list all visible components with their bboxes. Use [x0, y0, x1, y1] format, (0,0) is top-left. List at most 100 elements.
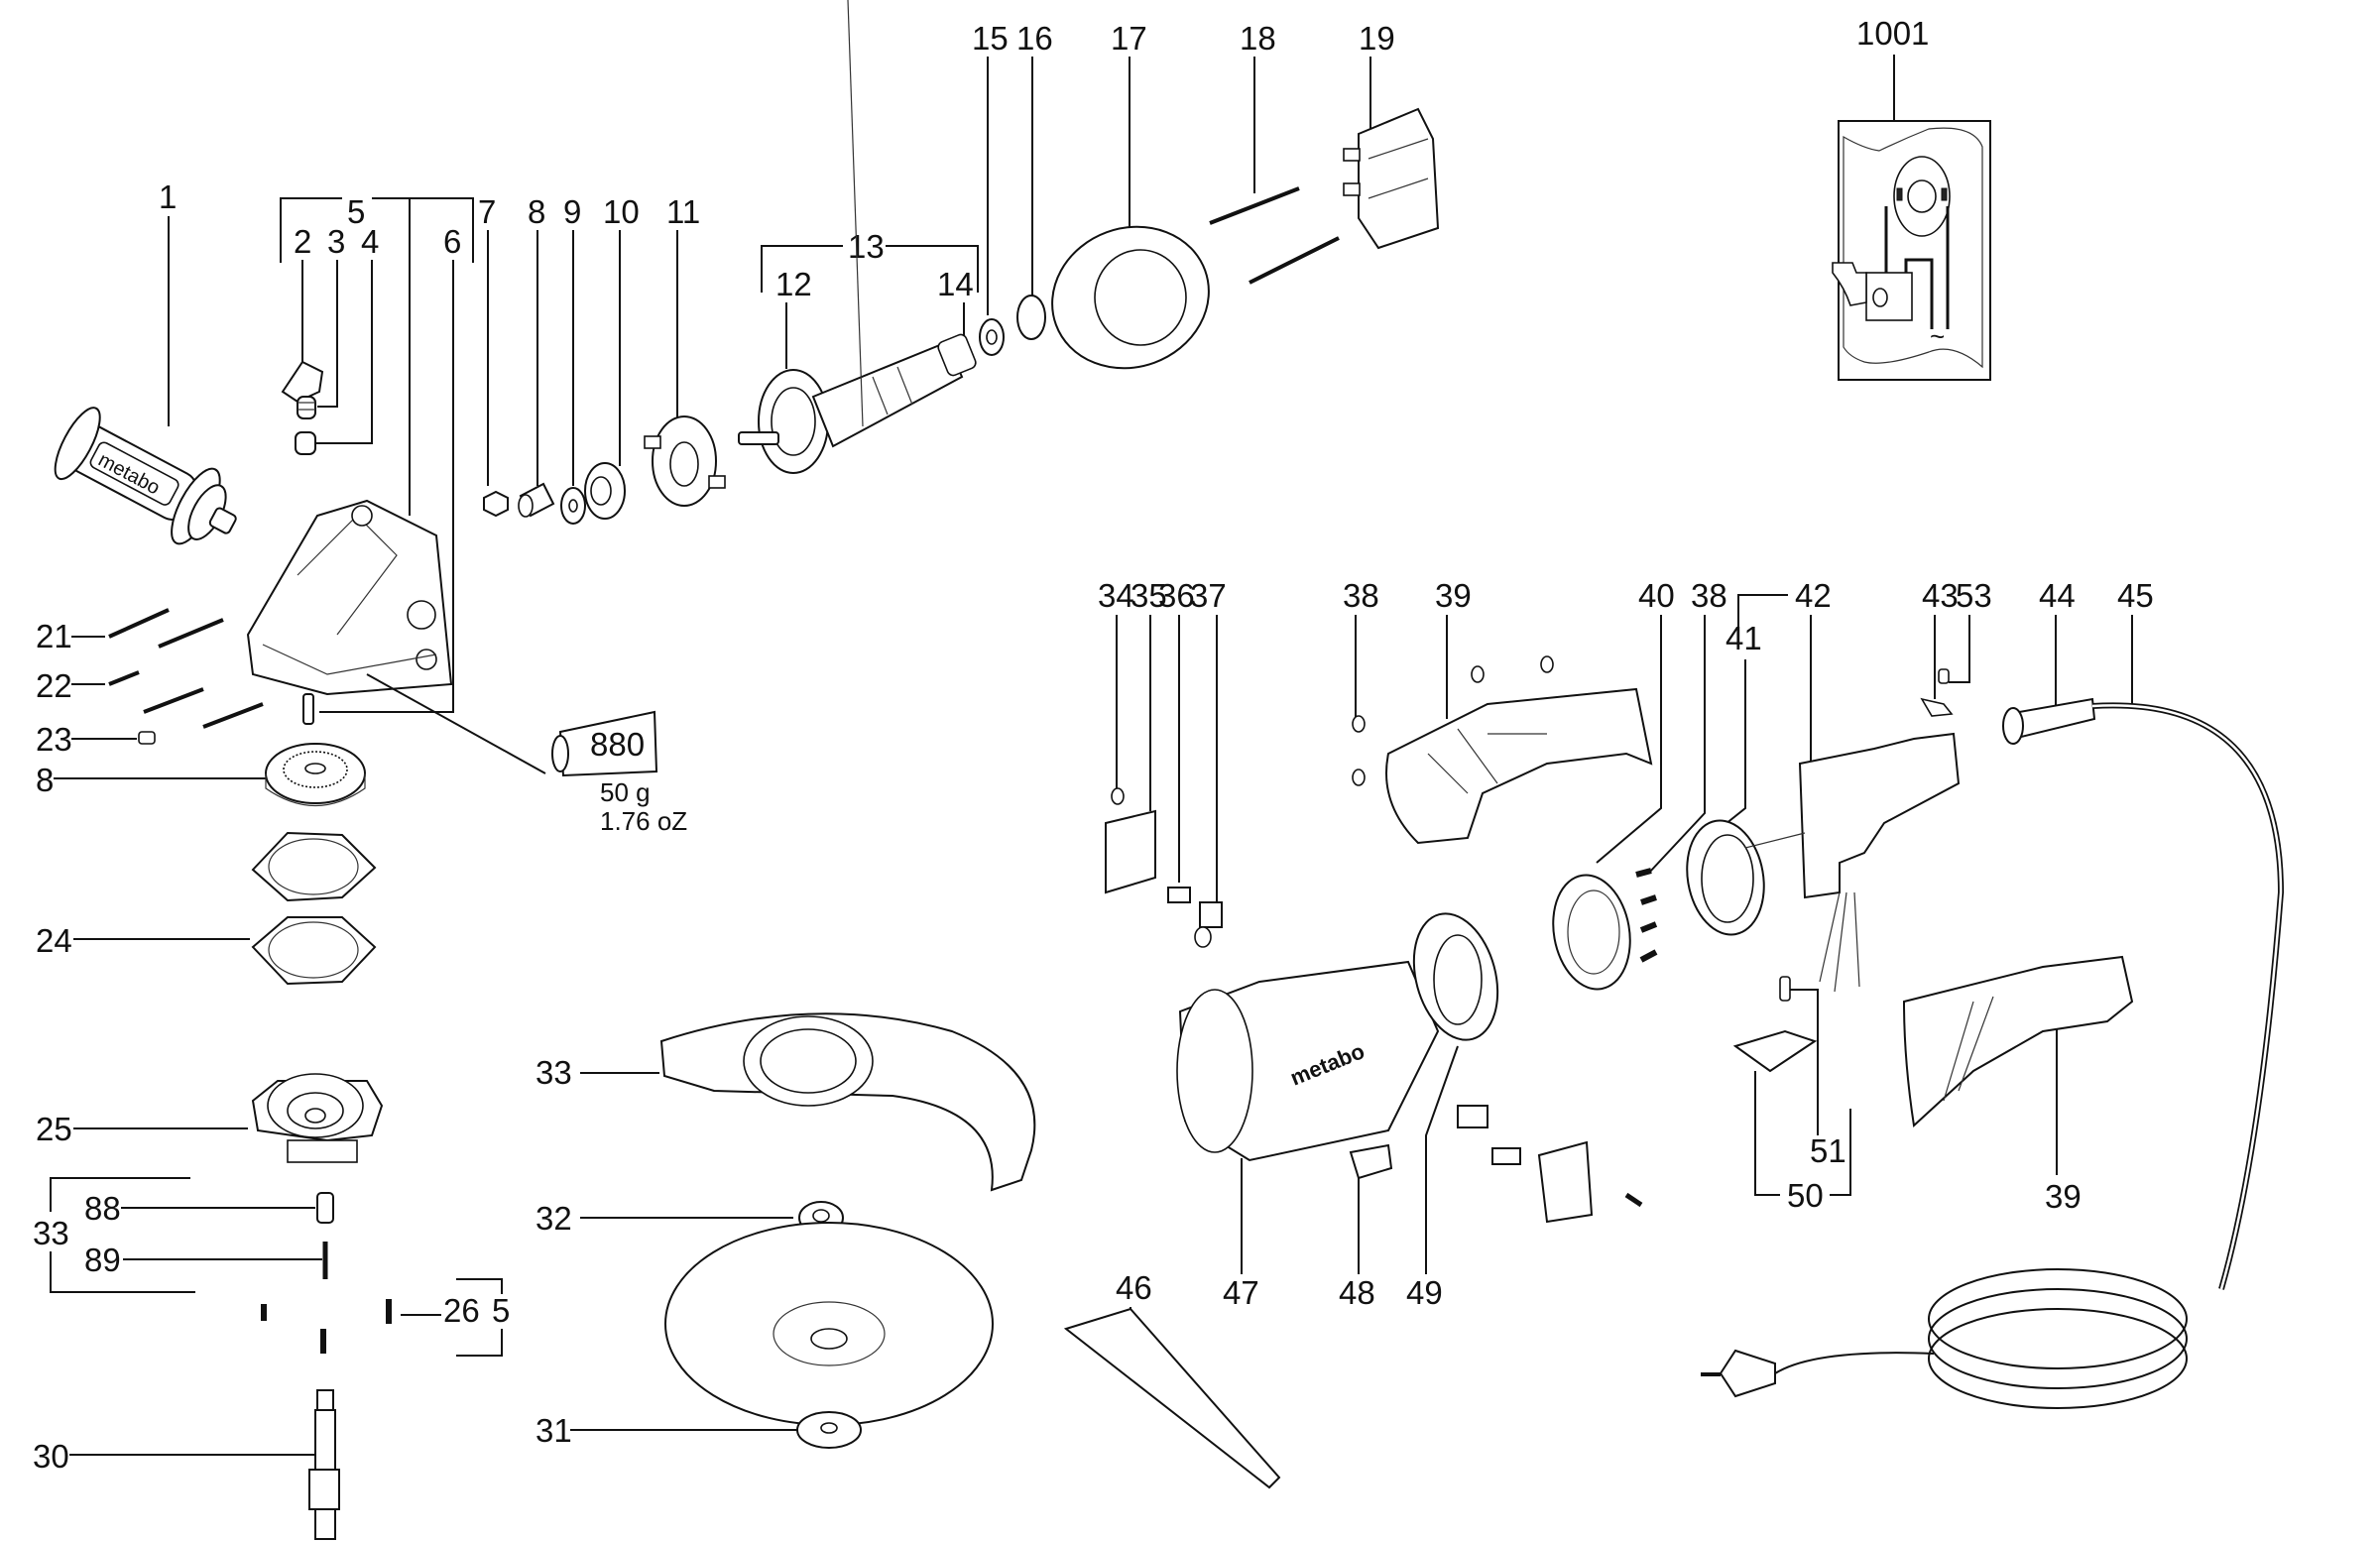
part-89-pin[interactable]: 89 — [84, 1242, 328, 1279]
part-42-electronic-switch[interactable]: 42 — [1737, 577, 1961, 993]
label-47: 47 — [1223, 1274, 1259, 1311]
label-25: 25 — [36, 1111, 72, 1147]
part-23-screw[interactable]: 23 — [36, 721, 156, 758]
label-39: 39 — [1435, 577, 1472, 614]
part-10-ball-bearing[interactable]: 10 — [584, 193, 640, 520]
label-23: 23 — [36, 721, 72, 758]
label-50: 50 — [1787, 1177, 1824, 1214]
label-39b: 39 — [2045, 1178, 2082, 1215]
part-40-gasket[interactable]: 40 — [1545, 577, 1675, 996]
label-49: 49 — [1406, 1274, 1443, 1311]
label-89: 89 — [84, 1242, 121, 1278]
label-30: 30 — [33, 1438, 69, 1475]
part-21-screw[interactable]: 21 — [36, 608, 224, 654]
part-24-gasket[interactable]: 24 — [36, 916, 377, 986]
part-48-label[interactable]: 48 — [1339, 1143, 1393, 1311]
label-26: 26 — [443, 1292, 480, 1329]
gasket[interactable] — [251, 831, 377, 902]
label-31: 31 — [536, 1412, 572, 1449]
label-2: 2 — [294, 223, 311, 260]
gear-housing[interactable] — [246, 499, 546, 774]
part-41-brush-plate[interactable]: 41 — [1679, 620, 1773, 941]
part-13-armature-group[interactable]: 13 — [761, 228, 979, 293]
part-30-spindle[interactable]: 30 — [33, 1389, 340, 1540]
label-43: 43 — [1922, 577, 1959, 614]
part-15-bearing[interactable]: 15 — [972, 20, 1009, 356]
part-18-screws[interactable]: 18 — [1209, 20, 1340, 285]
label-12: 12 — [775, 266, 812, 302]
label-38: 38 — [1343, 577, 1379, 614]
part-7-nut[interactable]: 7 — [478, 193, 509, 518]
label-10: 10 — [603, 193, 640, 230]
part-22-screw[interactable]: 22 — [36, 667, 264, 729]
label-3: 3 — [327, 223, 345, 260]
grinding-disc[interactable] — [664, 1222, 994, 1426]
label-5b: 5 — [492, 1292, 510, 1329]
part-14-armature[interactable]: 14 — [811, 0, 978, 448]
label-9: 9 — [563, 193, 581, 230]
label-53: 53 — [1956, 577, 1992, 614]
label-21: 21 — [36, 618, 72, 654]
part-53-screw[interactable]: 53 — [1938, 577, 1992, 684]
part-26-screws[interactable]: 26 5 — [261, 1278, 510, 1357]
label-22: 22 — [36, 667, 72, 704]
part-45-power-cord[interactable]: 45 — [1701, 577, 2285, 1409]
label-44: 44 — [2039, 577, 2076, 614]
part-39-handle-shell-upper[interactable]: 39 — [1385, 577, 1653, 845]
part-8-bevel-gear[interactable]: 8 — [36, 743, 366, 806]
part-34-screw[interactable]: 34 — [1098, 577, 1134, 805]
label-46: 46 — [1116, 1269, 1152, 1306]
part-35-brush-cover[interactable]: 35 — [1105, 577, 1167, 894]
part-11-bearing-plate[interactable]: 11 — [644, 193, 726, 507]
label-24: 24 — [36, 922, 72, 959]
part-36-carbon-brush[interactable]: 36 — [1158, 577, 1195, 903]
part-4-sleeve[interactable]: 4 — [295, 223, 379, 455]
part-1-side-handle[interactable]: 1 metabo — [46, 178, 252, 562]
part-17-air-guide[interactable]: 17 — [1032, 20, 1229, 390]
grease-tube[interactable]: 880 50 g 1.76 oZ — [551, 710, 687, 836]
part-51-spring[interactable]: 51 — [1779, 976, 1851, 1190]
label-8b: 8 — [36, 762, 54, 798]
label-88: 88 — [84, 1190, 121, 1227]
label-42: 42 — [1795, 577, 1832, 614]
part-46-wrench[interactable]: 46 — [1063, 1269, 1281, 1489]
part-38-screws[interactable]: 38 — [1343, 577, 1554, 786]
label-41: 41 — [1726, 620, 1762, 656]
label-34: 34 — [1098, 577, 1134, 614]
part-19-field[interactable]: 19 — [1343, 20, 1440, 250]
label-51: 51 — [1810, 1132, 1846, 1169]
part-2-latch[interactable]: 2 — [281, 223, 324, 404]
part-38b-screws[interactable]: 38 — [1635, 577, 1727, 963]
brush-holder-lower[interactable] — [1457, 1105, 1643, 1224]
part-33-wheel-guard[interactable]: 33 — [536, 1012, 1036, 1192]
label-1001: 1001 — [1856, 15, 1929, 52]
part-1001-wiring-diagram[interactable]: 1001 ~ — [1832, 15, 1991, 381]
part-49-brush-ring[interactable]: 49 — [1401, 904, 1511, 1311]
grease-code: 880 — [590, 726, 645, 763]
label-33: 33 — [536, 1054, 572, 1091]
part-5-gear-housing-group[interactable]: 5 — [280, 193, 474, 516]
part-43-clamp[interactable]: 43 — [1920, 577, 1959, 717]
label-40: 40 — [1638, 577, 1675, 614]
part-39b-handle-shell-lower[interactable]: 39 — [1902, 955, 2134, 1215]
label-35: 35 — [1130, 577, 1167, 614]
part-44-cable-sleeve[interactable]: 44 — [2002, 577, 2096, 745]
part-16-ring[interactable]: 16 — [1016, 20, 1053, 340]
part-9-washer[interactable]: 9 — [560, 193, 586, 525]
part-50-switch-lever[interactable]: 50 — [1732, 1029, 1851, 1214]
part-37-brush-holder[interactable]: 37 — [1190, 577, 1227, 948]
part-33-bracket-group[interactable]: 33 — [33, 1177, 195, 1293]
label-37: 37 — [1190, 577, 1227, 614]
part-8-bushing[interactable]: 8 — [518, 193, 555, 518]
part-3-spring[interactable]: 3 — [297, 223, 345, 419]
part-88-sleeve[interactable]: 88 — [84, 1190, 334, 1227]
part-47-motor-housing[interactable]: 47 metabo — [1176, 960, 1440, 1311]
part-25-flange[interactable]: 25 — [36, 1073, 384, 1163]
part-12-fan[interactable]: 12 — [738, 266, 829, 474]
part-31-support-flange[interactable]: 31 — [536, 1411, 862, 1449]
grease-weight: 50 g — [600, 777, 651, 807]
label-33a: 33 — [33, 1215, 69, 1251]
label-19: 19 — [1359, 20, 1395, 57]
part-6-pin[interactable]: 6 — [302, 223, 461, 725]
